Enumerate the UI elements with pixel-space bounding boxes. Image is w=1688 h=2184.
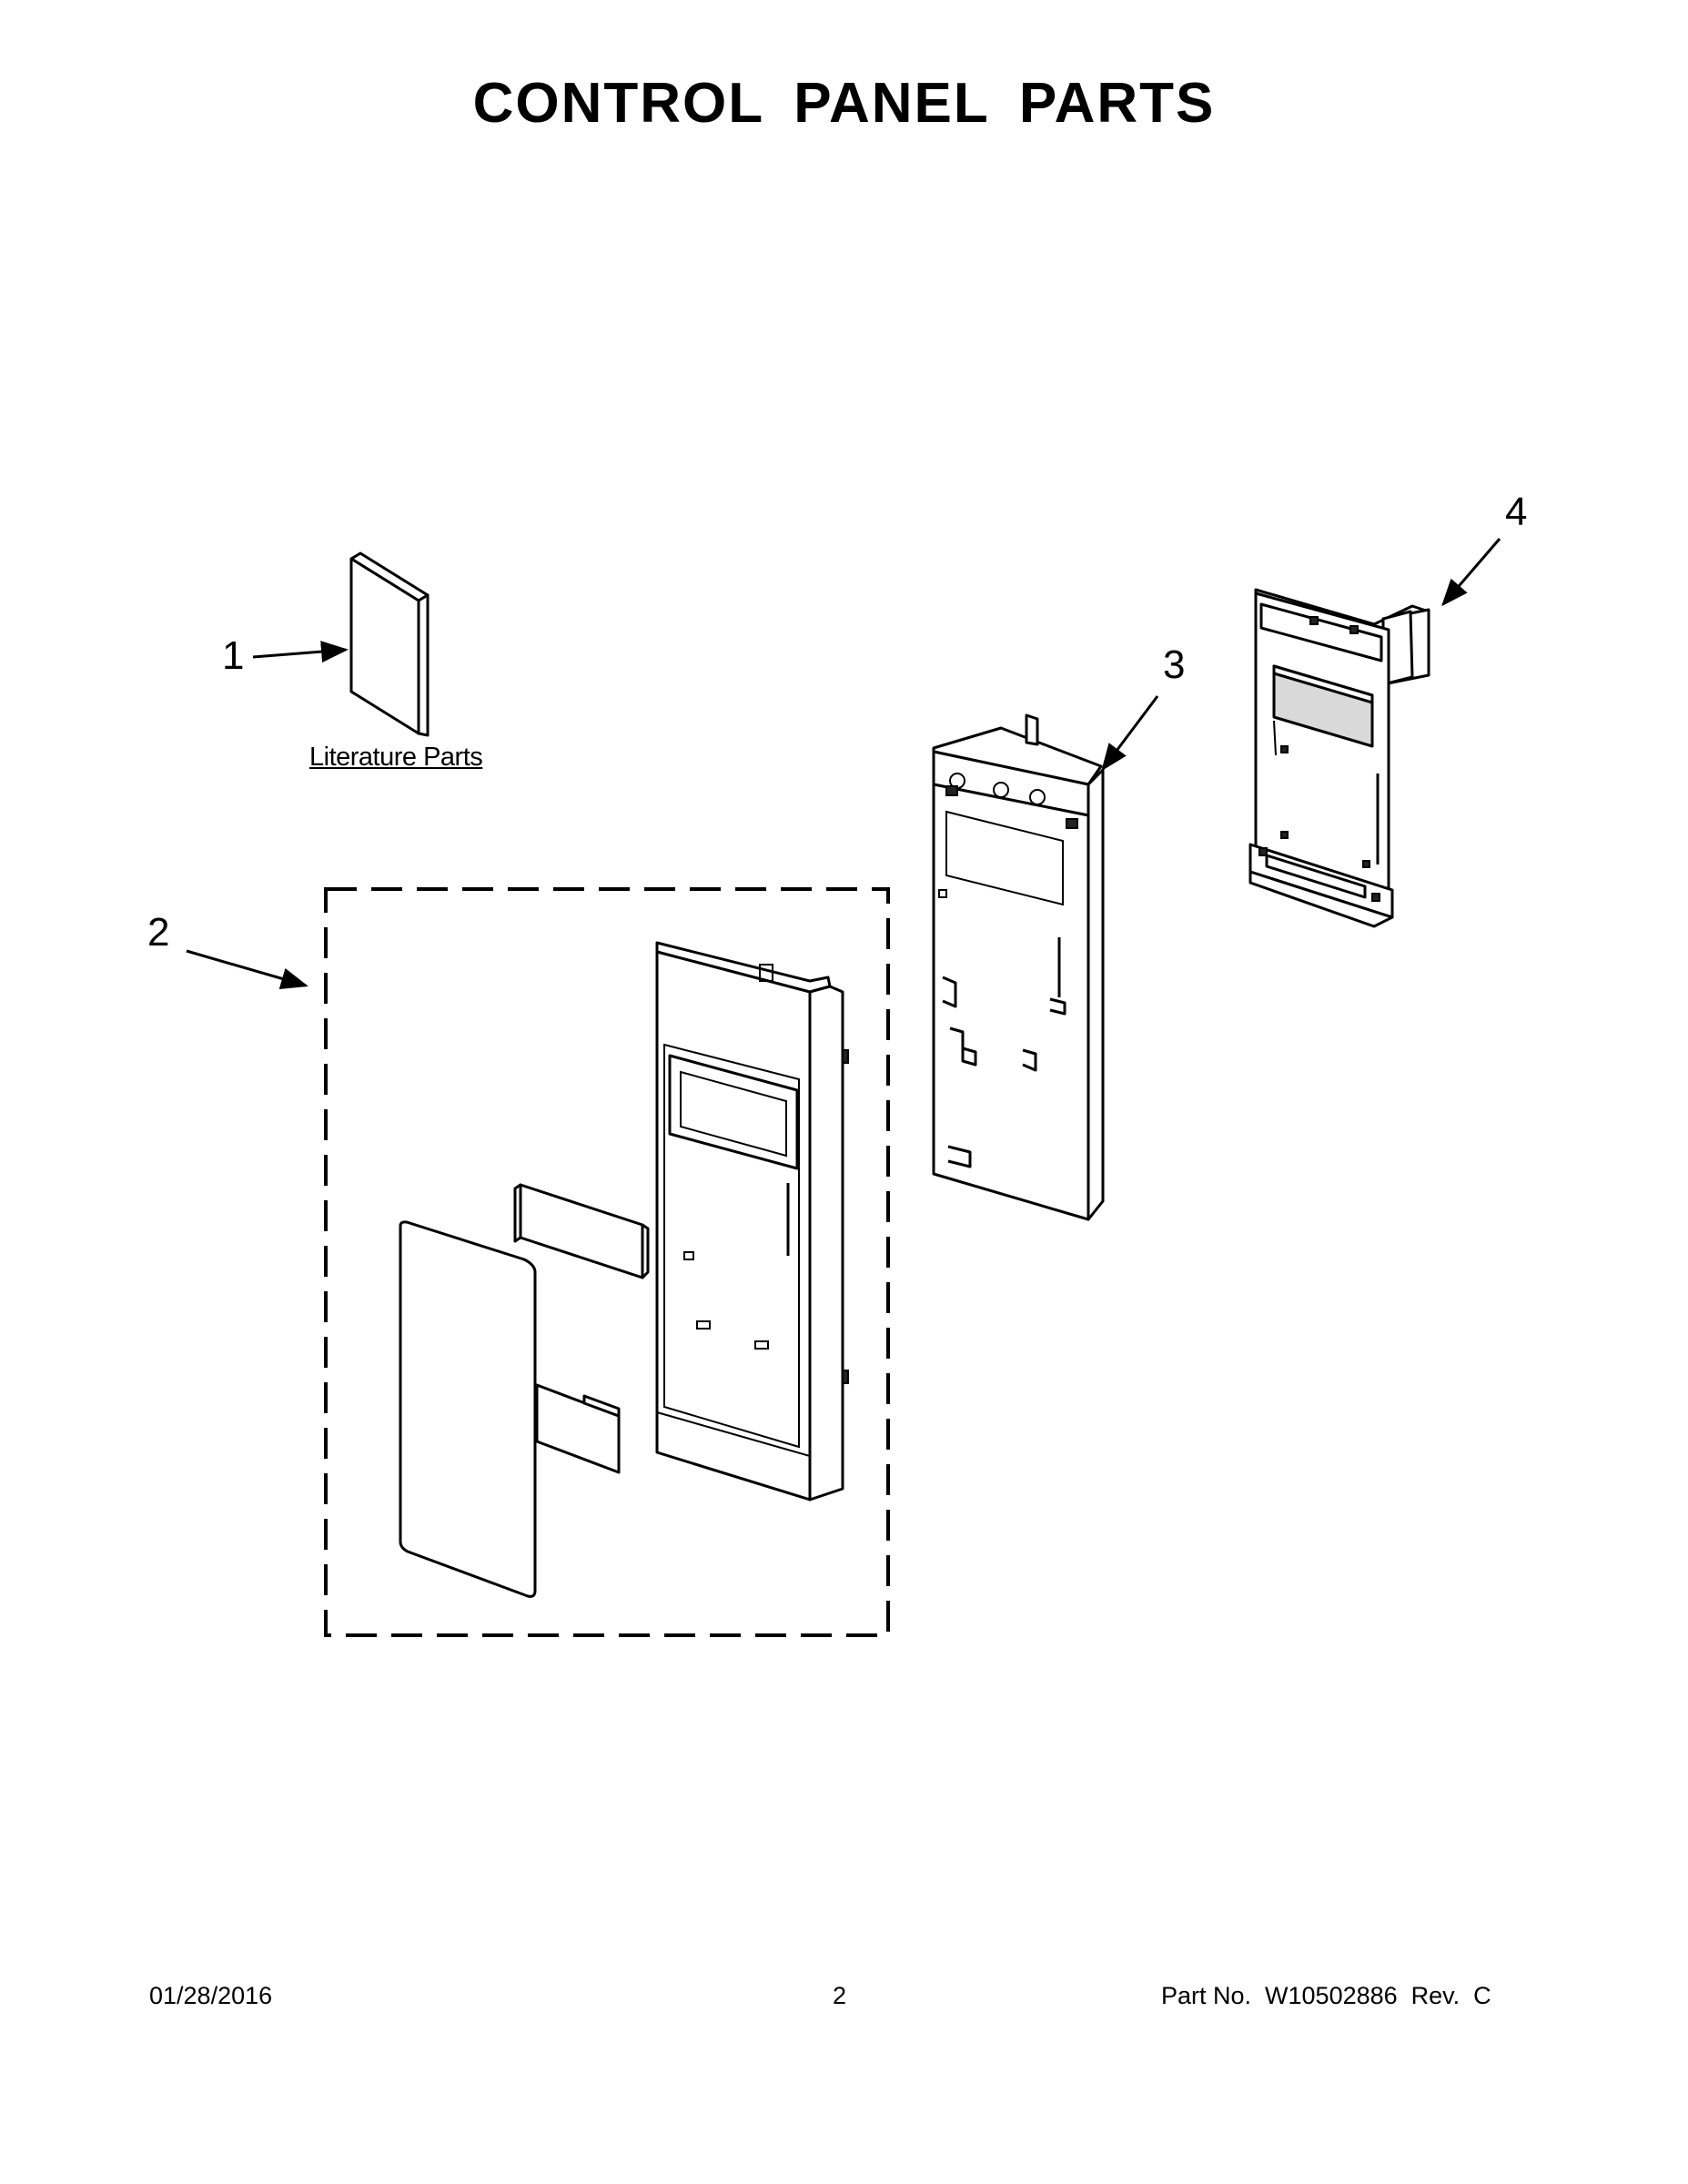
callout-number-4: 4: [1505, 490, 1528, 534]
callout-number-1: 1: [222, 633, 245, 678]
callout-arrow-3: [1101, 695, 1159, 772]
literature-booklet: [349, 551, 430, 737]
footer-part-number: Part No. W10502886 Rev. C: [1161, 1982, 1491, 2009]
footer-page-number: 2: [833, 1982, 847, 2009]
control-panel-frame: [655, 941, 849, 1502]
callout-arrow-1: [252, 641, 349, 663]
display-window-lens: [513, 1183, 650, 1279]
membrane-tail: [535, 1383, 621, 1474]
callout-arrow-4: [1441, 538, 1501, 607]
literature-parts-label: Literature Parts: [309, 743, 483, 772]
electronic-control-board: [1248, 588, 1430, 928]
kit-dashed-boundary: [324, 887, 890, 1637]
page-title: CONTROL PANEL PARTS: [472, 72, 1216, 135]
callout-number-2: 2: [147, 910, 170, 955]
callout-arrow-2: [186, 949, 308, 990]
footer-date: 01/28/2016: [149, 1982, 273, 2009]
control-panel-bracket: [932, 713, 1105, 1221]
callout-number-3: 3: [1163, 642, 1186, 687]
keypad-overlay-sheet: [399, 1220, 537, 1598]
